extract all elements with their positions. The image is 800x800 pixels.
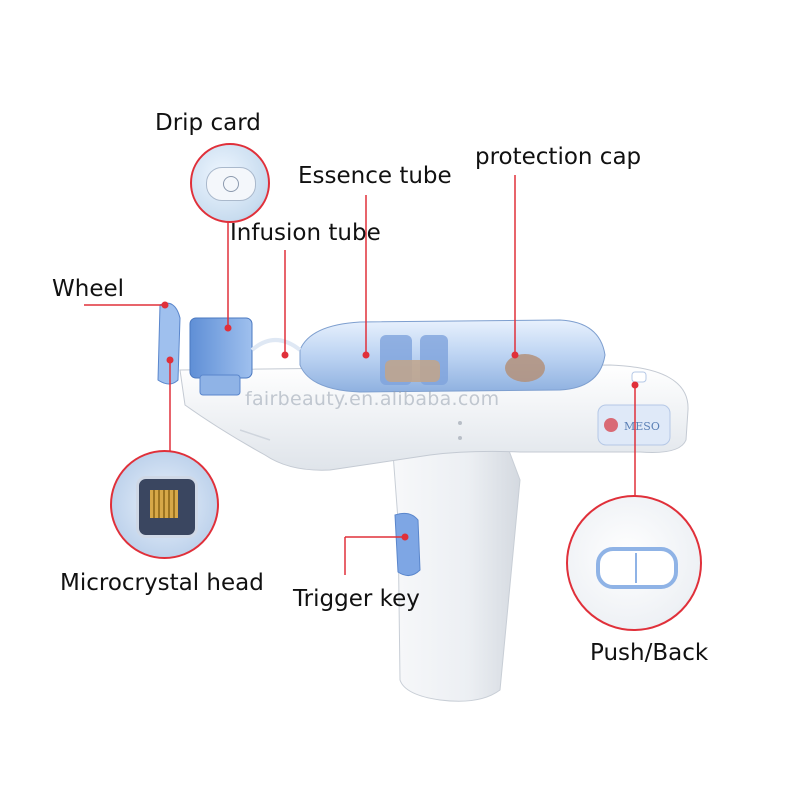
microcrystal-chip — [150, 490, 178, 518]
microcrystal-head-inset — [110, 450, 219, 559]
wheel-shape — [157, 302, 181, 385]
essence-tube-shape — [299, 319, 606, 393]
head-module — [189, 317, 253, 379]
watermark-text: fairbeauty.en.alibaba.com — [245, 388, 500, 410]
device-body — [179, 364, 689, 471]
label-protection-cap: protection cap — [475, 144, 642, 170]
meso-badge — [597, 404, 671, 446]
badge-text: MESO — [624, 420, 660, 433]
drip-card-center — [223, 176, 239, 192]
label-trigger-key: Trigger key — [293, 586, 420, 612]
push-back-inset — [566, 495, 702, 631]
label-microcrystal-head: Microcrystal head — [60, 570, 264, 596]
trigger-shape — [394, 512, 421, 576]
push-back-button[interactable] — [596, 547, 678, 589]
label-push-back: Push/Back — [590, 640, 709, 666]
drip-card-inset — [190, 143, 270, 223]
label-wheel: Wheel — [52, 276, 125, 302]
label-drip-card: Drip card — [155, 110, 261, 136]
device-handle — [391, 439, 521, 702]
label-infusion-tube: Infusion tube — [230, 220, 381, 246]
label-essence-tube: Essence tube — [298, 163, 452, 189]
